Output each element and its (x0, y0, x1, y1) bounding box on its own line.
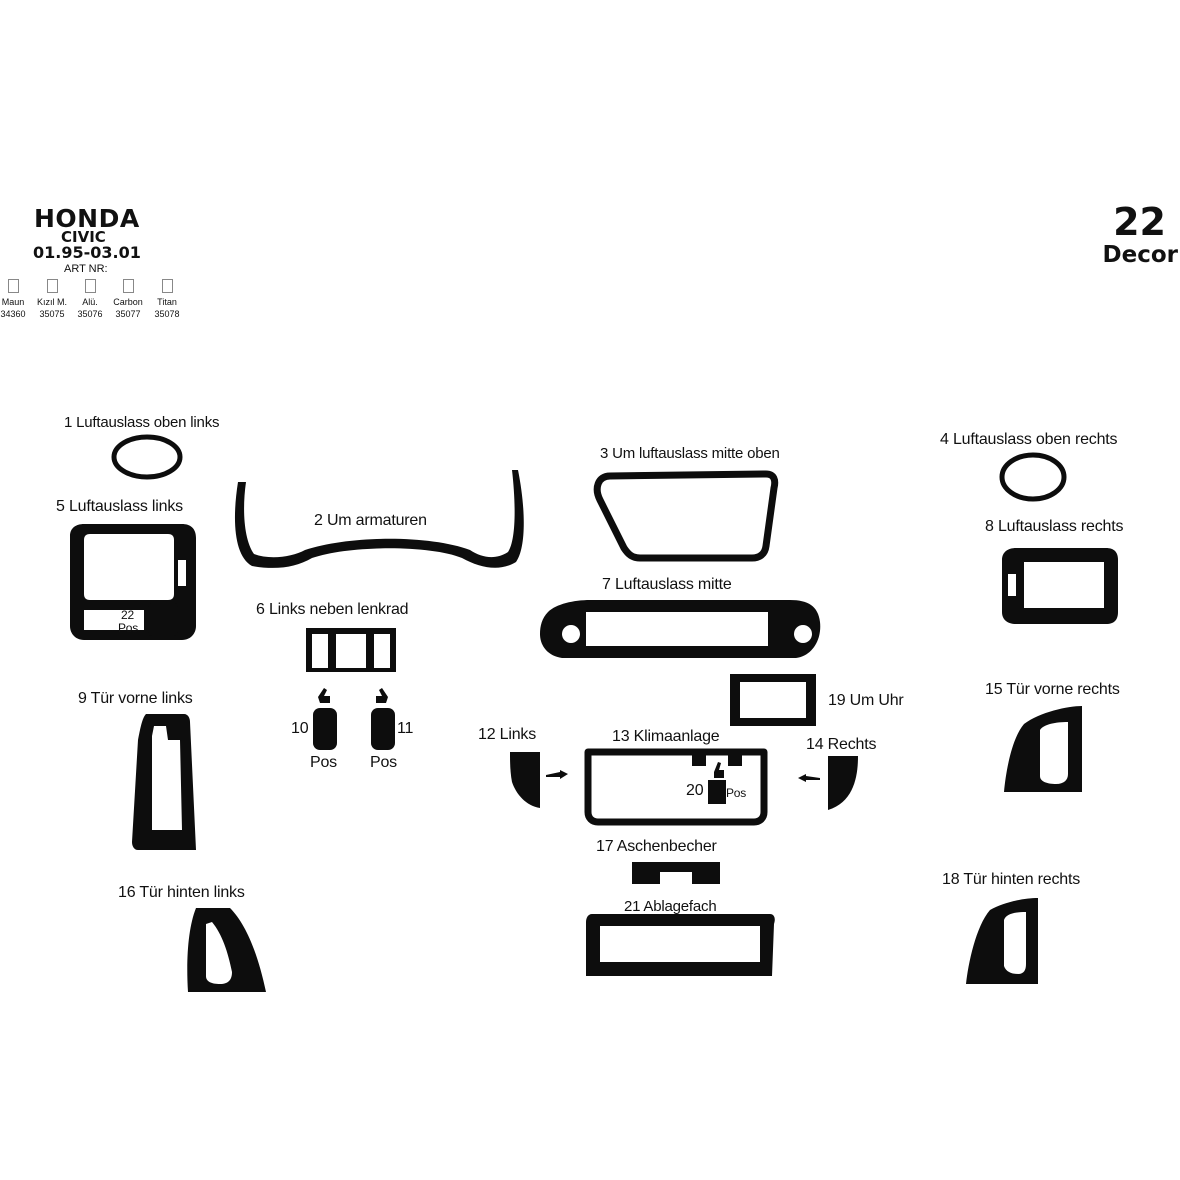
variant-code: 35076 (77, 309, 103, 319)
label-pos-11: Pos (370, 754, 397, 771)
part-13-tab-right (728, 752, 742, 766)
part-10-pad (313, 708, 337, 750)
label-part-6: 6 Links neben lenkrad (256, 601, 409, 618)
part-4-ring (999, 452, 1067, 502)
variant-name: Carbon (113, 297, 143, 307)
hand-pointer-icon-14 (798, 774, 820, 782)
part-19-frame (730, 674, 816, 726)
part-13-frame (584, 748, 768, 826)
checkbox-icon (7, 279, 19, 293)
label-part-9: 9 Tür vorne links (78, 690, 193, 707)
variant-kizil: Kızıl M. 35075 (32, 279, 72, 320)
art-nr-label: ART NR: (64, 263, 108, 275)
checkbox-icon (46, 279, 58, 293)
part-1-ring (111, 434, 183, 480)
variant-code: 35077 (115, 309, 141, 319)
part-16-shape (187, 908, 266, 992)
part-15-shape (1004, 706, 1082, 792)
label-part-12: 12 Links (478, 726, 536, 743)
label-part-7: 7 Luftauslass mitte (602, 576, 732, 593)
label-part-22: 22 (121, 608, 134, 622)
label-part-2: 2 Um armaturen (314, 512, 427, 529)
label-pos-20: Pos (726, 786, 747, 800)
hand-pointer-icon-20 (714, 762, 724, 778)
label-part-10: 10 (291, 720, 309, 737)
part-7-shape (540, 600, 821, 658)
part-17-shape (632, 862, 720, 884)
label-part-21: 21 Ablagefach (624, 898, 717, 915)
style-name: Decor (1102, 242, 1178, 268)
label-part-19: 19 Um Uhr (828, 692, 904, 709)
variant-name: Titan (157, 297, 177, 307)
label-part-17: 17 Aschenbecher (596, 838, 717, 855)
checkbox-icon (122, 279, 134, 293)
variant-name: Alü. (82, 297, 98, 307)
part-14-shape (828, 756, 858, 810)
label-part-16: 16 Tür hinten links (118, 884, 245, 901)
label-part-8: 8 Luftauslass rechts (985, 518, 1124, 535)
checkbox-icon (84, 279, 96, 293)
variant-code: 35078 (154, 309, 180, 319)
part-8-shape (1002, 548, 1118, 624)
brand-name: HONDA (34, 204, 140, 233)
part-2-shape (234, 470, 524, 568)
part-3-frame (593, 470, 779, 562)
label-pos-22: Pos (118, 621, 139, 635)
label-part-11: 11 (397, 720, 414, 737)
variant-titan: Titan 35078 (147, 279, 187, 320)
model-years: 01.95-03.01 (33, 243, 141, 262)
label-part-14: 14 Rechts (806, 736, 877, 753)
label-part-5: 5 Luftauslass links (56, 498, 183, 515)
hand-pointer-icon-12 (546, 770, 568, 779)
label-part-13: 13 Klimaanlage (612, 728, 720, 745)
label-part-4: 4 Luftauslass oben rechts (940, 431, 1118, 448)
part-22-square (148, 603, 178, 636)
checkbox-icon (161, 279, 173, 293)
variant-carbon: Carbon 35077 (108, 279, 148, 320)
hand-pointer-icon-11 (376, 688, 388, 703)
variant-name: Maun (1, 297, 25, 307)
label-part-20: 20 (686, 782, 704, 799)
label-part-3: 3 Um luftauslass mitte oben (600, 445, 780, 462)
label-part-1: 1 Luftauslass oben links (64, 414, 220, 431)
variant-name: Kızıl M. (36, 297, 67, 307)
part-6-frame (306, 628, 396, 672)
part-20-square (708, 780, 726, 804)
variant-maun: Maun 34360 (0, 279, 33, 320)
part-9-shape (132, 714, 196, 850)
part-11-pad (371, 708, 395, 750)
variant-code: 35075 (39, 309, 65, 319)
variant-alu: Alü. 35076 (70, 279, 110, 320)
label-part-15: 15 Tür vorne rechts (985, 681, 1120, 698)
part-18-shape (966, 898, 1038, 984)
hand-pointer-icon-10 (318, 688, 330, 703)
variant-code: 34360 (0, 309, 26, 319)
piece-count: 22 (1113, 200, 1166, 244)
part-13-tab-left (692, 752, 706, 766)
label-pos-10: Pos (310, 754, 337, 771)
part-12-shape (510, 752, 540, 808)
model-name: CIVIC (61, 228, 106, 246)
label-part-18: 18 Tür hinten rechts (942, 871, 1081, 888)
part-21-frame (586, 914, 775, 976)
